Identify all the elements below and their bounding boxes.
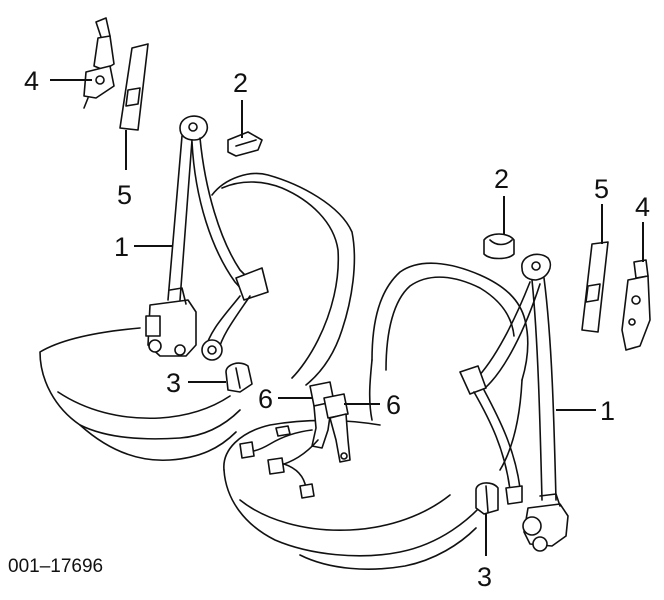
right-seat (223, 262, 529, 570)
right-guide-cover-part (475, 482, 499, 515)
right-trim-strip-part (581, 241, 609, 333)
callout-left-guide-cover: 3 (166, 368, 181, 398)
callout-left-adjuster: 4 (24, 66, 39, 96)
callout-left-belt-assembly: 1 (114, 232, 129, 262)
right-seat-belt-assembly (459, 253, 569, 552)
buckles-and-harness (239, 381, 351, 499)
callout-right-buckle: 6 (386, 390, 401, 420)
callout-right-trim-strip: 5 (594, 174, 609, 204)
callout-left-trim-strip: 5 (117, 180, 132, 210)
left-cover-part (227, 131, 263, 157)
left-trim-strip-part (119, 43, 149, 131)
callout-left-cover: 2 (233, 68, 248, 98)
leader-lines (50, 79, 644, 556)
callout-right-belt-assembly: 1 (600, 396, 615, 426)
callout-left-buckle: 6 (258, 384, 273, 414)
left-seat (39, 172, 356, 462)
left-adjuster-part (83, 17, 115, 109)
callout-right-guide-cover: 3 (477, 562, 492, 592)
left-seat-belt-assembly (145, 115, 269, 361)
left-guide-cover-part (225, 362, 253, 393)
right-adjuster-part (621, 259, 651, 351)
diagram-code: 001–17696 (8, 556, 103, 577)
callout-right-adjuster: 4 (635, 192, 650, 222)
right-cover-part (483, 233, 515, 260)
callout-right-cover: 2 (494, 164, 509, 194)
